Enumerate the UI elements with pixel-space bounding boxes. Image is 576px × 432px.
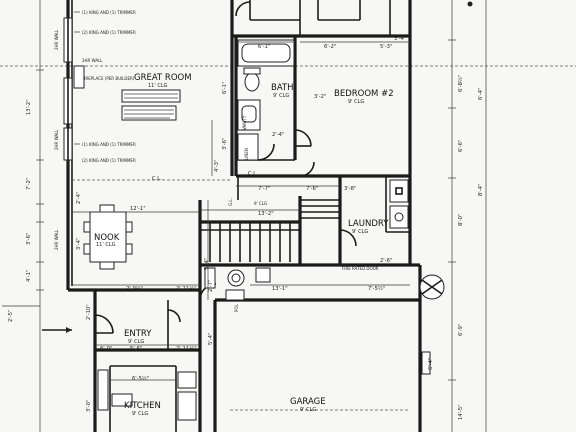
dim-v-4-3: 4'-3" bbox=[214, 160, 220, 172]
nook-table bbox=[83, 204, 133, 270]
garage-fixtures bbox=[419, 274, 445, 375]
note-fireplace: FIREPLACE (PER BUILDER) bbox=[82, 76, 135, 81]
dim-c1: C.L. bbox=[152, 176, 162, 182]
room-label-kitchen: KITCHEN bbox=[124, 401, 161, 411]
dim-5-3: 5'-3" bbox=[380, 44, 392, 50]
dim-2-0: 2'-0½" bbox=[126, 285, 143, 292]
dim-v-2-4: 2'-4" bbox=[76, 192, 82, 204]
right-dimension-strings: 6'-8½" 6'-6" 8'-0" 6'-9" 14'-5" 6'-4" 8'… bbox=[448, 0, 487, 432]
dim-right-8-4: 8'-4" bbox=[478, 184, 484, 196]
note-king-trimmer-2: (2) KING AND (1) TRIMMER bbox=[82, 30, 136, 35]
dim-7-5: 7'-5½" bbox=[368, 285, 385, 292]
dim-right-14-5: 14'-5" bbox=[458, 404, 464, 420]
dim-7-7: 7'-7" bbox=[258, 186, 270, 192]
dim-v-3-4: 3'-4" bbox=[76, 238, 82, 250]
dim-3-4: 3'-4" bbox=[394, 36, 406, 42]
room-label-great-room: GREAT ROOM bbox=[134, 73, 192, 83]
dim-left-4-1: 4'-1" bbox=[26, 270, 32, 282]
room-label-nook: NOOK bbox=[94, 233, 120, 243]
room-clg-bath: 9' CLG bbox=[273, 93, 289, 99]
label-pol: POL bbox=[234, 303, 239, 312]
dim-right-8-0: 8'-0" bbox=[458, 214, 464, 226]
dim-2-4: 2'-4" bbox=[272, 132, 284, 138]
dim-2-11: 2'-11½" bbox=[176, 285, 197, 292]
room-label-entry: ENTRY bbox=[124, 329, 152, 339]
label-fire-rated-door: FIRE RATED DOOR bbox=[342, 266, 379, 271]
dim-7-6: 7'-6" bbox=[306, 186, 318, 192]
stairs bbox=[200, 199, 340, 262]
dim-left-2-5: 2'-5" bbox=[8, 310, 14, 322]
room-label-laundry: LAUNDRY bbox=[348, 219, 389, 229]
dim-right-6-4: 6'-4" bbox=[478, 88, 484, 100]
dim-v-2-7: 2'-7" bbox=[208, 280, 214, 292]
room-clg-garage: 9' CLG bbox=[300, 407, 316, 413]
note-2hr-wall: 2HR WALL bbox=[82, 58, 103, 63]
dim-6-1: 6'-1" bbox=[258, 44, 270, 50]
dim-13-1: 13'-1" bbox=[272, 286, 288, 292]
dim-12-1: 12'-1" bbox=[130, 206, 146, 212]
dim-left-13-2: 13'-2" bbox=[26, 99, 32, 115]
dim-right-6-9: 6'-9" bbox=[458, 324, 464, 336]
dim-2-11b: 2'-11½" bbox=[176, 345, 197, 352]
label-gl: G.L. bbox=[228, 198, 233, 206]
dim-3-8: 3'-8" bbox=[344, 186, 356, 192]
room-label-garage: GARAGE bbox=[290, 397, 326, 407]
dim-6-5: 6'-5½" bbox=[132, 375, 149, 382]
dim-left-7-2: 7'-2" bbox=[26, 178, 32, 190]
dim-v-2-10: 2'-10" bbox=[86, 304, 92, 320]
dim-6-2: 6'-2" bbox=[324, 44, 336, 50]
dim-v-6-1: 6'-1" bbox=[222, 82, 228, 94]
dim-6-4: 6'-4" bbox=[428, 358, 434, 370]
room-label-bedroom2: BEDROOM #2 bbox=[334, 89, 394, 99]
window-label-1: 2HR WALL bbox=[54, 29, 59, 50]
note-king-trimmer-3: (1) KING AND (1) TRIMMER bbox=[82, 142, 136, 147]
room-clg-nook: 11' CLG bbox=[96, 242, 116, 248]
dim-2-6: 2'-6" bbox=[380, 258, 392, 264]
dim-5-4: 5'-4" bbox=[204, 258, 210, 270]
label-linen: LINEN bbox=[244, 148, 249, 160]
dim-6-0: 6'-0" bbox=[100, 346, 112, 352]
dim-c2: C.L. bbox=[248, 171, 258, 177]
interior-dimension-lines bbox=[72, 41, 410, 381]
dim-3-2: 3'-2" bbox=[314, 94, 326, 100]
left-windows bbox=[63, 17, 73, 161]
room-clg-bedroom2: 9' CLG bbox=[348, 99, 364, 105]
dim-13-2: 13'-2" bbox=[258, 211, 274, 217]
window-label-2: 2HR WALL bbox=[54, 129, 59, 150]
dim-v-5-4: 5'-4" bbox=[208, 333, 214, 345]
room-label-bath: BATH bbox=[271, 83, 294, 93]
utility-fixtures bbox=[204, 267, 271, 301]
laundry-appliances bbox=[389, 179, 409, 229]
room-clg-kitchen: 9' CLG bbox=[132, 411, 148, 417]
note-king-trimmer-1: (1) KING AND (1) TRIMMER bbox=[82, 10, 136, 15]
label-vanity: VANITY bbox=[242, 115, 247, 130]
dim-5-6: 5'-6" bbox=[130, 346, 142, 352]
dim-right-6-8: 6'-8½" bbox=[457, 75, 464, 92]
note-king-trimmer-4: (2) KING AND (1) TRIMMER bbox=[82, 158, 136, 163]
room-clg-great-room: 11' CLG bbox=[148, 83, 168, 89]
dim-right-6-6: 6'-6" bbox=[458, 140, 464, 152]
label-stair-clg: 9' CLG bbox=[254, 201, 267, 206]
dim-left-3-6: 3'-6" bbox=[26, 233, 32, 245]
window-label-nook: 2HR WALL bbox=[54, 229, 59, 250]
fireplace bbox=[73, 65, 85, 89]
dim-v-3-6b: 3'-6" bbox=[222, 138, 228, 150]
room-clg-laundry: 9' CLG bbox=[352, 229, 368, 235]
room-clg-entry: 9' CLG bbox=[128, 339, 144, 345]
code-note-box bbox=[121, 89, 181, 121]
kitchen-fixtures bbox=[97, 369, 197, 421]
left-dimension-string: 13'-2" 7'-2" 3'-6" 4'-1" 2'-5" bbox=[2, 0, 44, 432]
dim-v-3-0: 3'-0" bbox=[86, 400, 92, 412]
